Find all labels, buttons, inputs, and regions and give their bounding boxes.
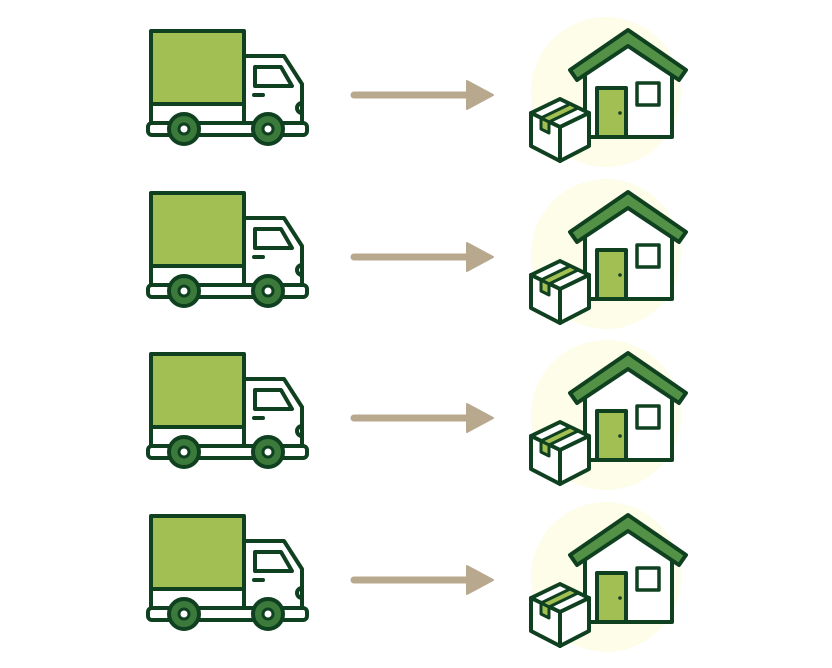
arrow-right-icon bbox=[350, 565, 494, 595]
truck-wheel-hub bbox=[261, 284, 275, 298]
delivery-truck-icon bbox=[146, 352, 309, 469]
truck-headlight bbox=[295, 586, 304, 600]
truck-wheel-hub bbox=[177, 445, 191, 459]
house-with-package-icon bbox=[529, 28, 688, 163]
house-roof bbox=[568, 190, 688, 244]
delivery-truck-icon bbox=[146, 514, 309, 631]
delivery-row bbox=[146, 340, 688, 490]
truck-window bbox=[253, 388, 294, 411]
house-door-knob bbox=[618, 273, 622, 277]
house-roof bbox=[568, 513, 688, 567]
arrow-head bbox=[466, 403, 494, 433]
house-roof bbox=[568, 28, 688, 82]
house-door-knob bbox=[618, 434, 622, 438]
arrow-right-icon bbox=[350, 242, 494, 272]
house-window bbox=[635, 566, 661, 592]
package-right-face bbox=[558, 596, 591, 648]
house-roof bbox=[568, 351, 688, 405]
house-door-knob bbox=[618, 596, 622, 600]
truck-wheel-hub bbox=[261, 122, 275, 136]
package-tape-side bbox=[539, 278, 551, 297]
arrow-right-icon bbox=[350, 403, 494, 433]
truck-cargo-box bbox=[149, 191, 246, 268]
truck-headlight bbox=[295, 263, 304, 277]
arrow-head bbox=[466, 80, 494, 110]
truck-cargo-box bbox=[149, 514, 246, 591]
truck-headlight bbox=[295, 101, 304, 115]
package-box-icon bbox=[529, 97, 591, 163]
arrow-right-icon bbox=[350, 80, 494, 110]
package-tape-side bbox=[539, 116, 551, 135]
truck-cargo-box bbox=[149, 29, 246, 106]
delivery-truck-icon bbox=[146, 191, 309, 308]
truck-window bbox=[253, 227, 294, 250]
delivery-row bbox=[146, 502, 688, 652]
package-tape-side bbox=[539, 439, 551, 458]
truck-wheel-hub bbox=[177, 122, 191, 136]
package-box-icon bbox=[529, 582, 591, 648]
house-window bbox=[635, 81, 661, 107]
delivery-truck-icon bbox=[146, 29, 309, 146]
package-tape-side bbox=[539, 601, 551, 620]
house-window bbox=[635, 243, 661, 269]
truck-wheel-hub bbox=[177, 284, 191, 298]
truck-window bbox=[253, 65, 294, 88]
truck-wheel-hub bbox=[177, 607, 191, 621]
package-box-icon bbox=[529, 420, 591, 486]
truck-wheel-hub bbox=[261, 445, 275, 459]
truck-cargo-box bbox=[149, 352, 246, 429]
package-right-face bbox=[558, 111, 591, 163]
arrow-head bbox=[466, 565, 494, 595]
house-with-package-icon bbox=[529, 190, 688, 325]
package-box-icon bbox=[529, 259, 591, 325]
truck-headlight bbox=[295, 424, 304, 438]
arrow-head bbox=[466, 242, 494, 272]
house-door-knob bbox=[618, 111, 622, 115]
house-with-package-icon bbox=[529, 351, 688, 486]
package-right-face bbox=[558, 273, 591, 325]
truck-window bbox=[253, 550, 294, 573]
delivery-row bbox=[146, 179, 688, 329]
truck-wheel-hub bbox=[261, 607, 275, 621]
package-right-face bbox=[558, 434, 591, 486]
house-window bbox=[635, 404, 661, 430]
house-with-package-icon bbox=[529, 513, 688, 648]
delivery-row bbox=[146, 17, 688, 167]
